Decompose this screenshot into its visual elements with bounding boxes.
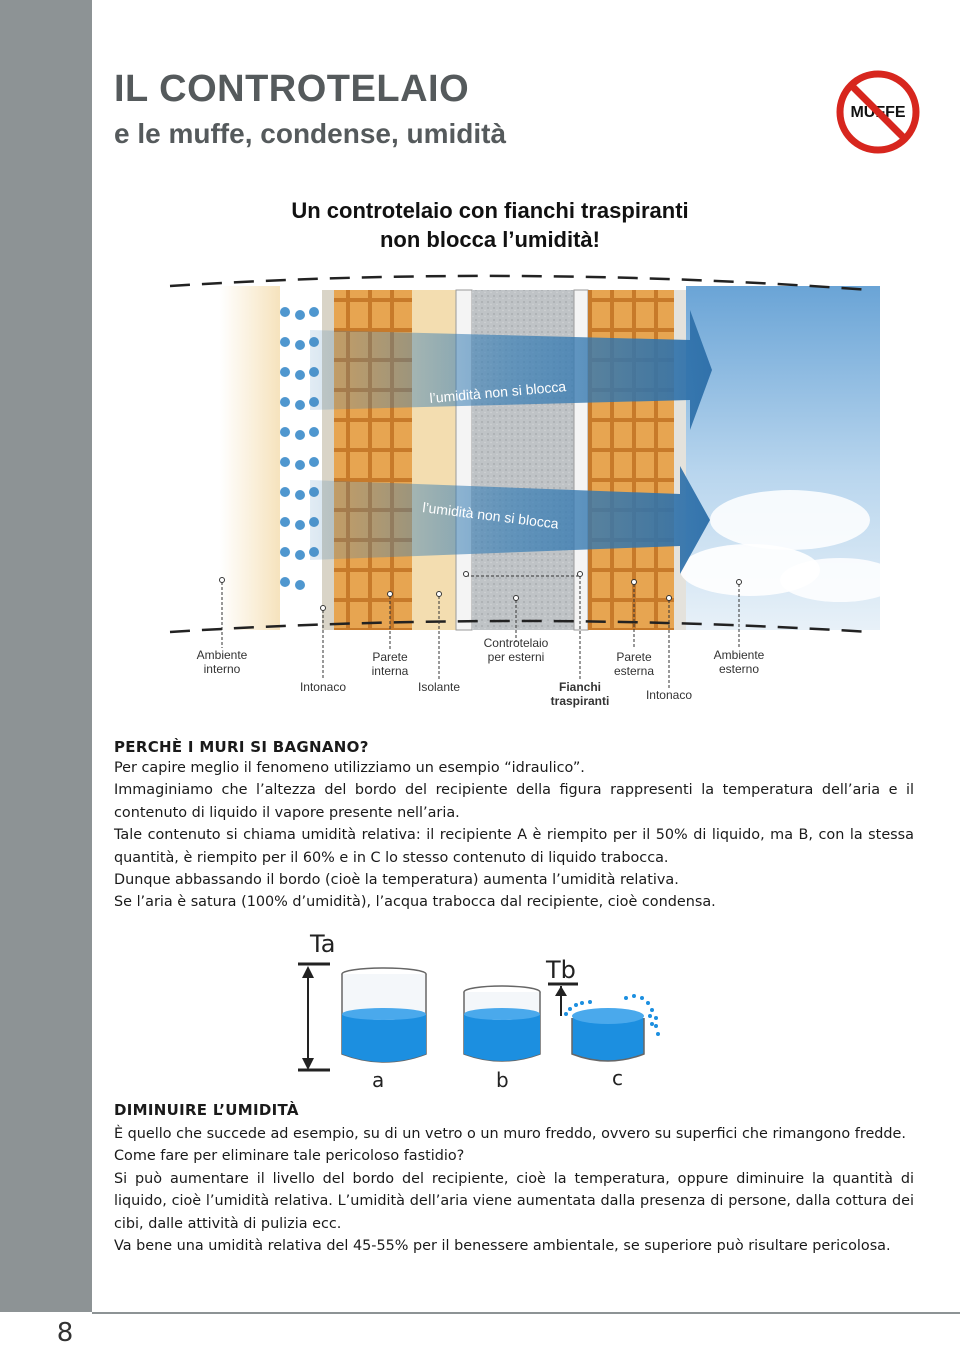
paragraph: Immaginiamo che l’altezza del bordo del … (114, 782, 914, 821)
label-a: a (372, 1068, 385, 1092)
page-title: IL CONTROTELAIO (114, 68, 470, 110)
wall-section-illustration: l’umidità non si blocca l’umidità non si… (169, 274, 900, 688)
label-b: b (496, 1068, 509, 1092)
wall-section-diagram: l’umidità non si blocca l’umidità non si… (150, 270, 900, 720)
paragraph: Va bene una umidità relativa del 45-55% … (114, 1238, 891, 1255)
buckets-illustration: Ta Tb a b c (290, 930, 690, 1100)
section-heading-perche: PERCHÈ I MURI SI BAGNANO? (114, 738, 369, 756)
headline-line-1: Un controtelaio con fianchi traspiranti (291, 198, 689, 223)
paragraph: Si può aumentare il livello del bordo de… (114, 1170, 914, 1232)
overflow-drops-icon (564, 994, 660, 1036)
paragraph: Se l’aria è satura (100% d’umidità), l’a… (114, 894, 716, 911)
sidebar-strip (0, 0, 92, 1358)
label-c: c (612, 1066, 623, 1090)
paragraph: Per capire meglio il fenomeno utilizziam… (114, 760, 585, 776)
section-body-perche: Per capire meglio il fenomeno utilizziam… (114, 757, 914, 914)
label-tb: Tb (546, 956, 576, 984)
label-ta: Ta (310, 930, 336, 958)
headline-line-2: non blocca l’umidità! (379, 227, 600, 252)
headline: Un controtelaio con fianchi traspiranti … (180, 196, 800, 254)
footer-rule (92, 1312, 960, 1314)
label-intonaco-esterno: Intonaco (645, 688, 693, 702)
page-subtitle: e le muffe, condense, umidità (114, 118, 507, 149)
no-mold-badge-icon: MUFFE (836, 70, 920, 154)
page-number: 8 (56, 1318, 74, 1348)
section-heading-diminuire: DIMINUIRE L’UMIDITÀ (114, 1101, 299, 1119)
label-isolante: Isolante (417, 680, 461, 694)
buckets-drawing (298, 962, 660, 1072)
moisture-arrow-top (310, 310, 712, 430)
moisture-arrow-bottom (310, 466, 710, 574)
section-body-diminuire: È quello che succede ad esempio, su di u… (114, 1123, 914, 1257)
paragraph: Dunque abbassando il bordo (cioè la temp… (114, 872, 679, 889)
paragraph: Come fare per eliminare tale pericoloso … (114, 1148, 465, 1165)
paragraph: È quello che succede ad esempio, su di u… (114, 1126, 906, 1142)
page-number-box (0, 1312, 92, 1358)
label-intonaco-interno: Intonaco (299, 680, 347, 694)
paragraph: Tale contenuto si chiama umidità relativ… (114, 827, 914, 866)
